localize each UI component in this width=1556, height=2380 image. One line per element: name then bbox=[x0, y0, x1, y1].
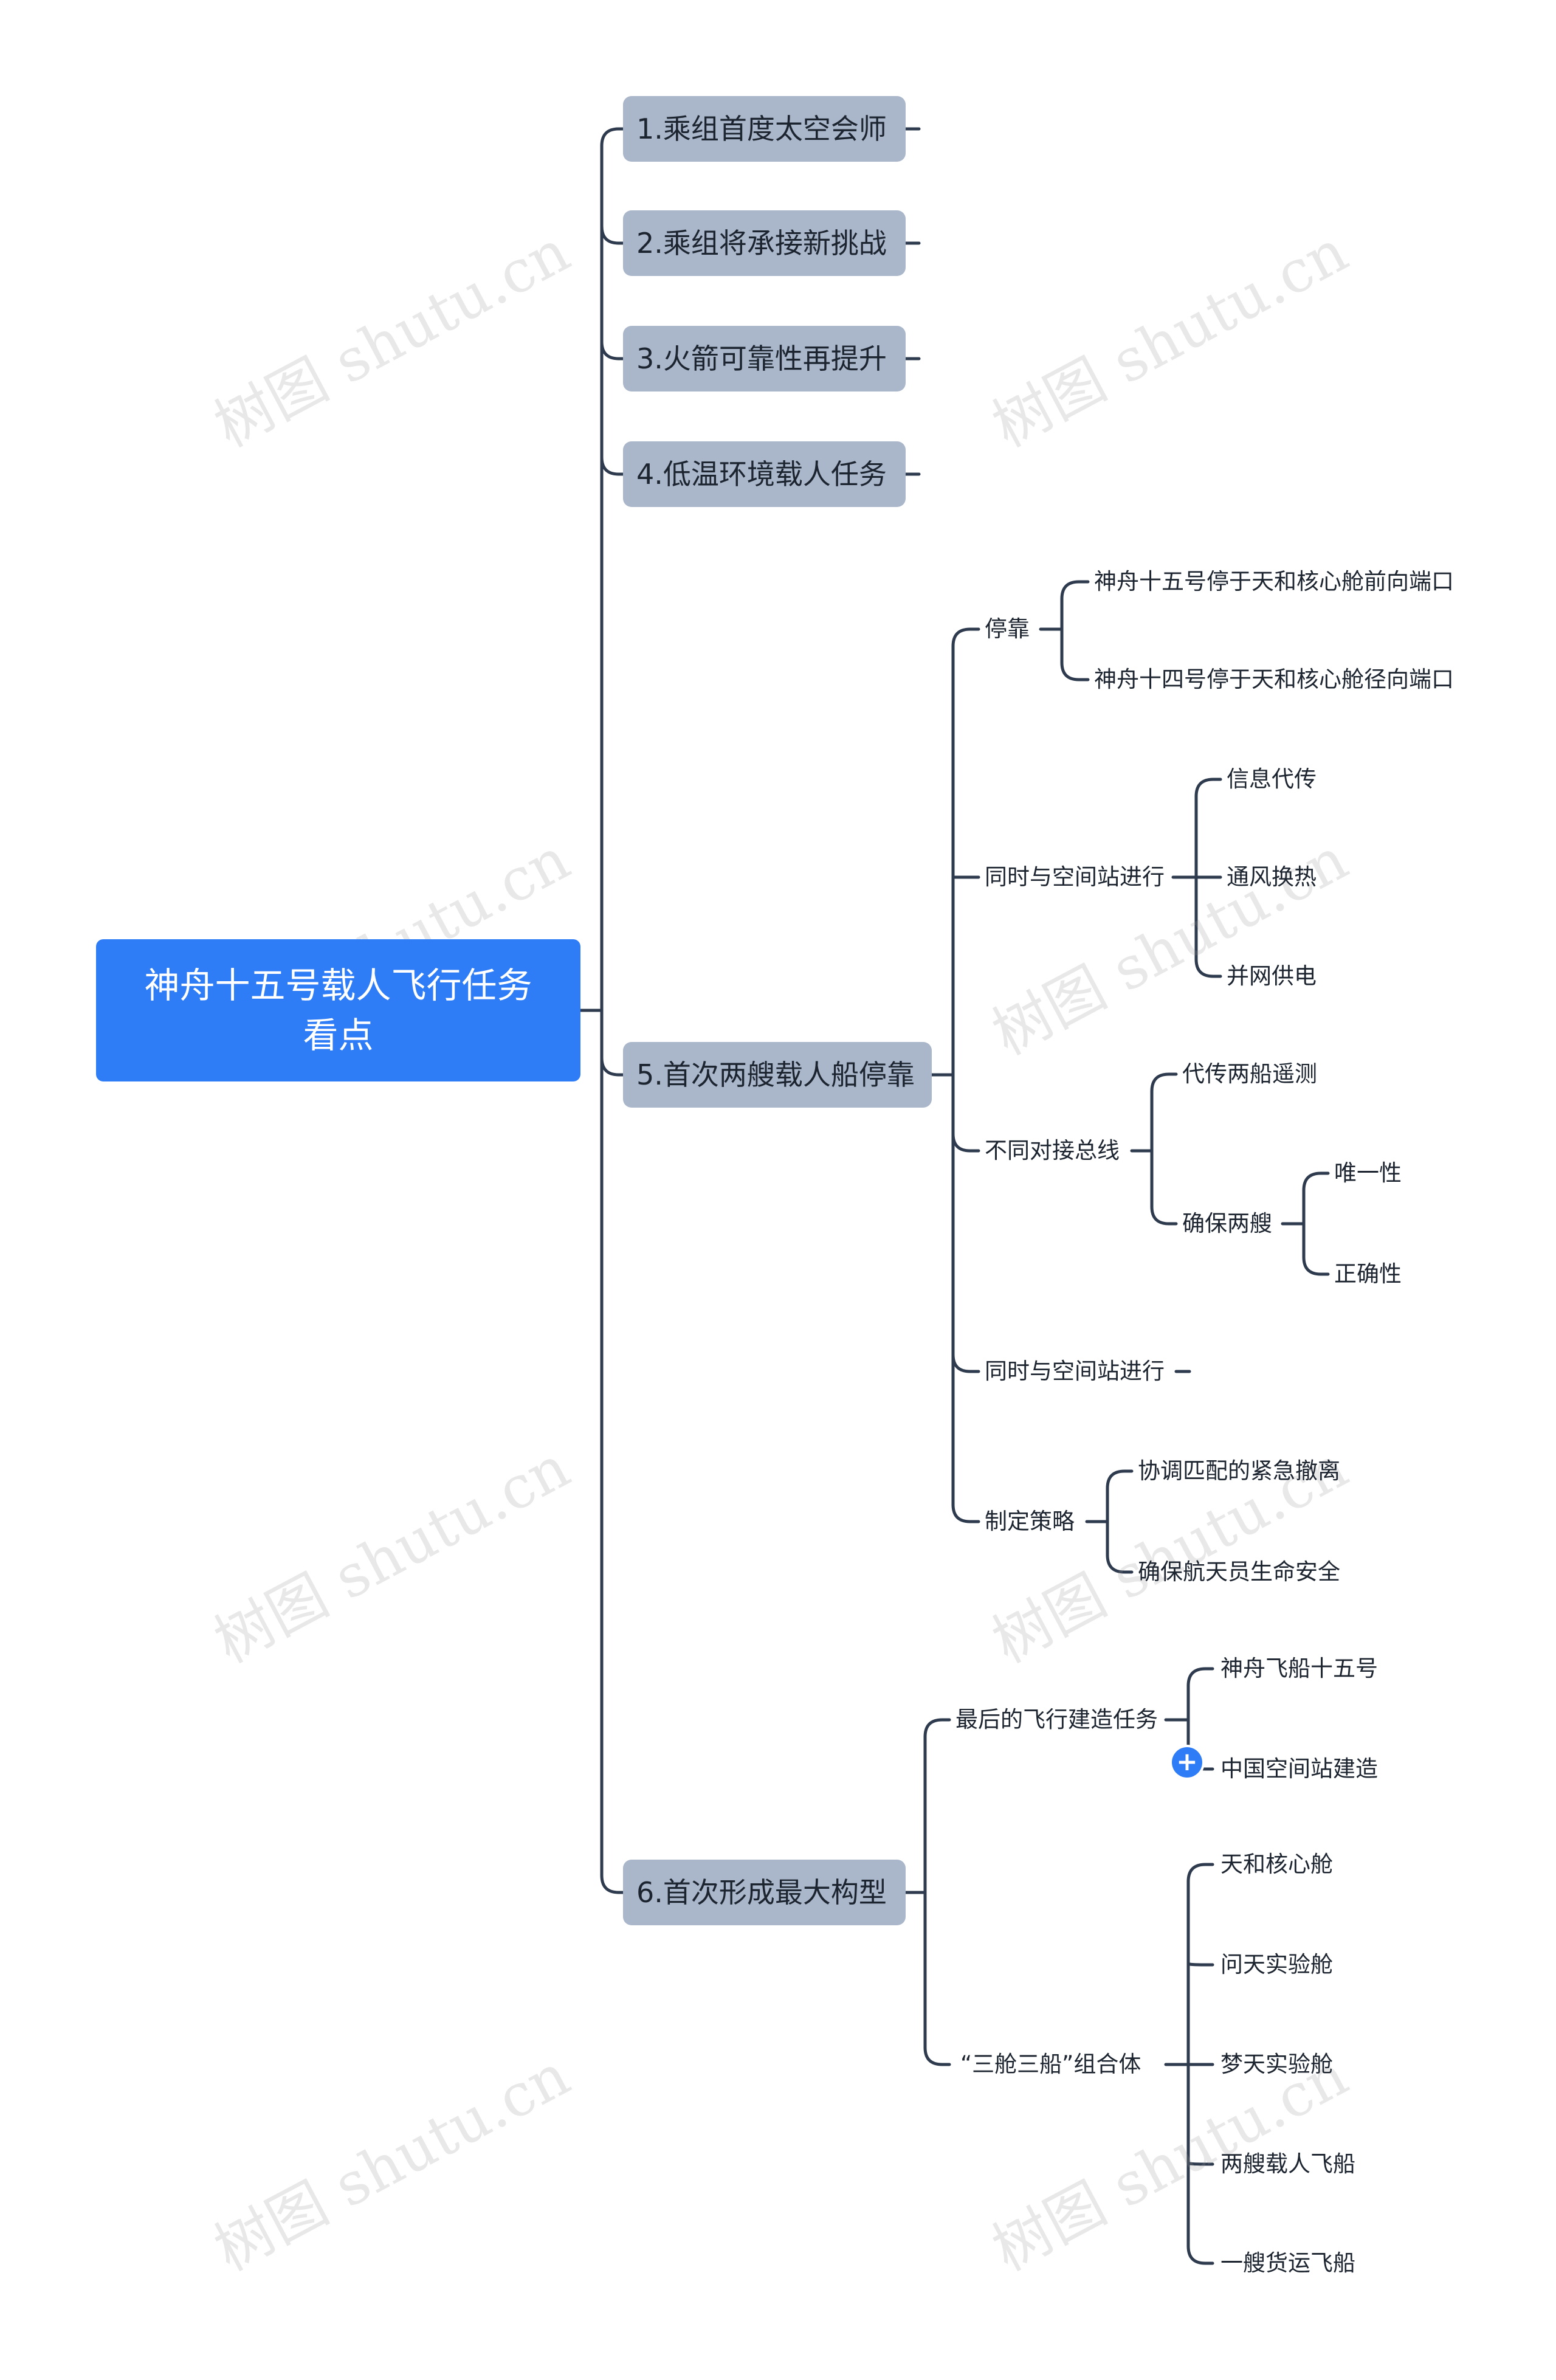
b5-simultaneous-topic[interactable]: 同时与空间站进行 bbox=[985, 864, 1165, 890]
b5-bus-topic[interactable]: 不同对接总线 bbox=[985, 1137, 1120, 1164]
root-topic[interactable]: 神舟十五号载人飞行任务 看点 bbox=[96, 939, 580, 1081]
root-title-line2: 看点 bbox=[303, 1015, 374, 1056]
b6-combination-item-1[interactable]: 天和核心舱 bbox=[1220, 1851, 1333, 1877]
b6-final-mission-topic[interactable]: 最后的飞行建造任务 bbox=[955, 1706, 1158, 1733]
b6-combination-item-5[interactable]: 一艘货运飞船 bbox=[1220, 2250, 1355, 2276]
b6-combination-topic[interactable]: “三舱三船”组合体 bbox=[960, 2051, 1141, 2077]
b5-strategy-item-1[interactable]: 协调匹配的紧急撤离 bbox=[1138, 1458, 1340, 1484]
branch-topic-4[interactable]: 4.低温环境载人任务 bbox=[623, 441, 906, 507]
b6-combination-item-4[interactable]: 两艘载人飞船 bbox=[1220, 2151, 1355, 2177]
root-title-line1: 神舟十五号载人飞行任务 bbox=[144, 965, 532, 1006]
b6-combination-item-3[interactable]: 梦天实验舱 bbox=[1220, 2051, 1333, 2077]
b6-final-mission-item-1[interactable]: 神舟飞船十五号 bbox=[1220, 1655, 1378, 1682]
b5-simultaneous-item-3[interactable]: 并网供电 bbox=[1227, 963, 1317, 989]
b5-docking-topic[interactable]: 停靠 bbox=[985, 616, 1030, 642]
b5-bus-sub-2[interactable]: 正确性 bbox=[1334, 1261, 1402, 1287]
b5-docking-item-1[interactable]: 神舟十五号停于天和核心舱前向端口 bbox=[1094, 568, 1454, 595]
branch-topic-3[interactable]: 3.火箭可靠性再提升 bbox=[623, 326, 906, 391]
branch-topic-6[interactable]: 6.首次形成最大构型 bbox=[623, 1860, 906, 1925]
b5-simultaneous-topic-2[interactable]: 同时与空间站进行 bbox=[985, 1358, 1165, 1384]
b6-combination-item-2[interactable]: 问天实验舱 bbox=[1220, 1951, 1333, 1978]
b5-bus-sub-1[interactable]: 唯一性 bbox=[1334, 1160, 1402, 1186]
b5-strategy-topic[interactable]: 制定策略 bbox=[985, 1508, 1075, 1534]
expand-button[interactable]: + bbox=[1172, 1747, 1202, 1778]
b6-final-mission-item-2[interactable]: 中国空间站建造 bbox=[1220, 1756, 1378, 1782]
branch-topic-1[interactable]: 1.乘组首度太空会师 bbox=[623, 96, 906, 162]
b5-bus-item-1[interactable]: 代传两船遥测 bbox=[1182, 1061, 1317, 1087]
branch-topic-2[interactable]: 2.乘组将承接新挑战 bbox=[623, 210, 906, 276]
b5-bus-item-2[interactable]: 确保两艘 bbox=[1182, 1210, 1272, 1237]
b5-simultaneous-item-2[interactable]: 通风换热 bbox=[1227, 864, 1317, 890]
branch-topic-5[interactable]: 5.首次两艘载人船停靠 bbox=[623, 1042, 932, 1108]
b5-strategy-item-2[interactable]: 确保航天员生命安全 bbox=[1138, 1559, 1340, 1585]
b5-docking-item-2[interactable]: 神舟十四号停于天和核心舱径向端口 bbox=[1094, 666, 1454, 692]
b5-simultaneous-item-1[interactable]: 信息代传 bbox=[1227, 766, 1317, 792]
